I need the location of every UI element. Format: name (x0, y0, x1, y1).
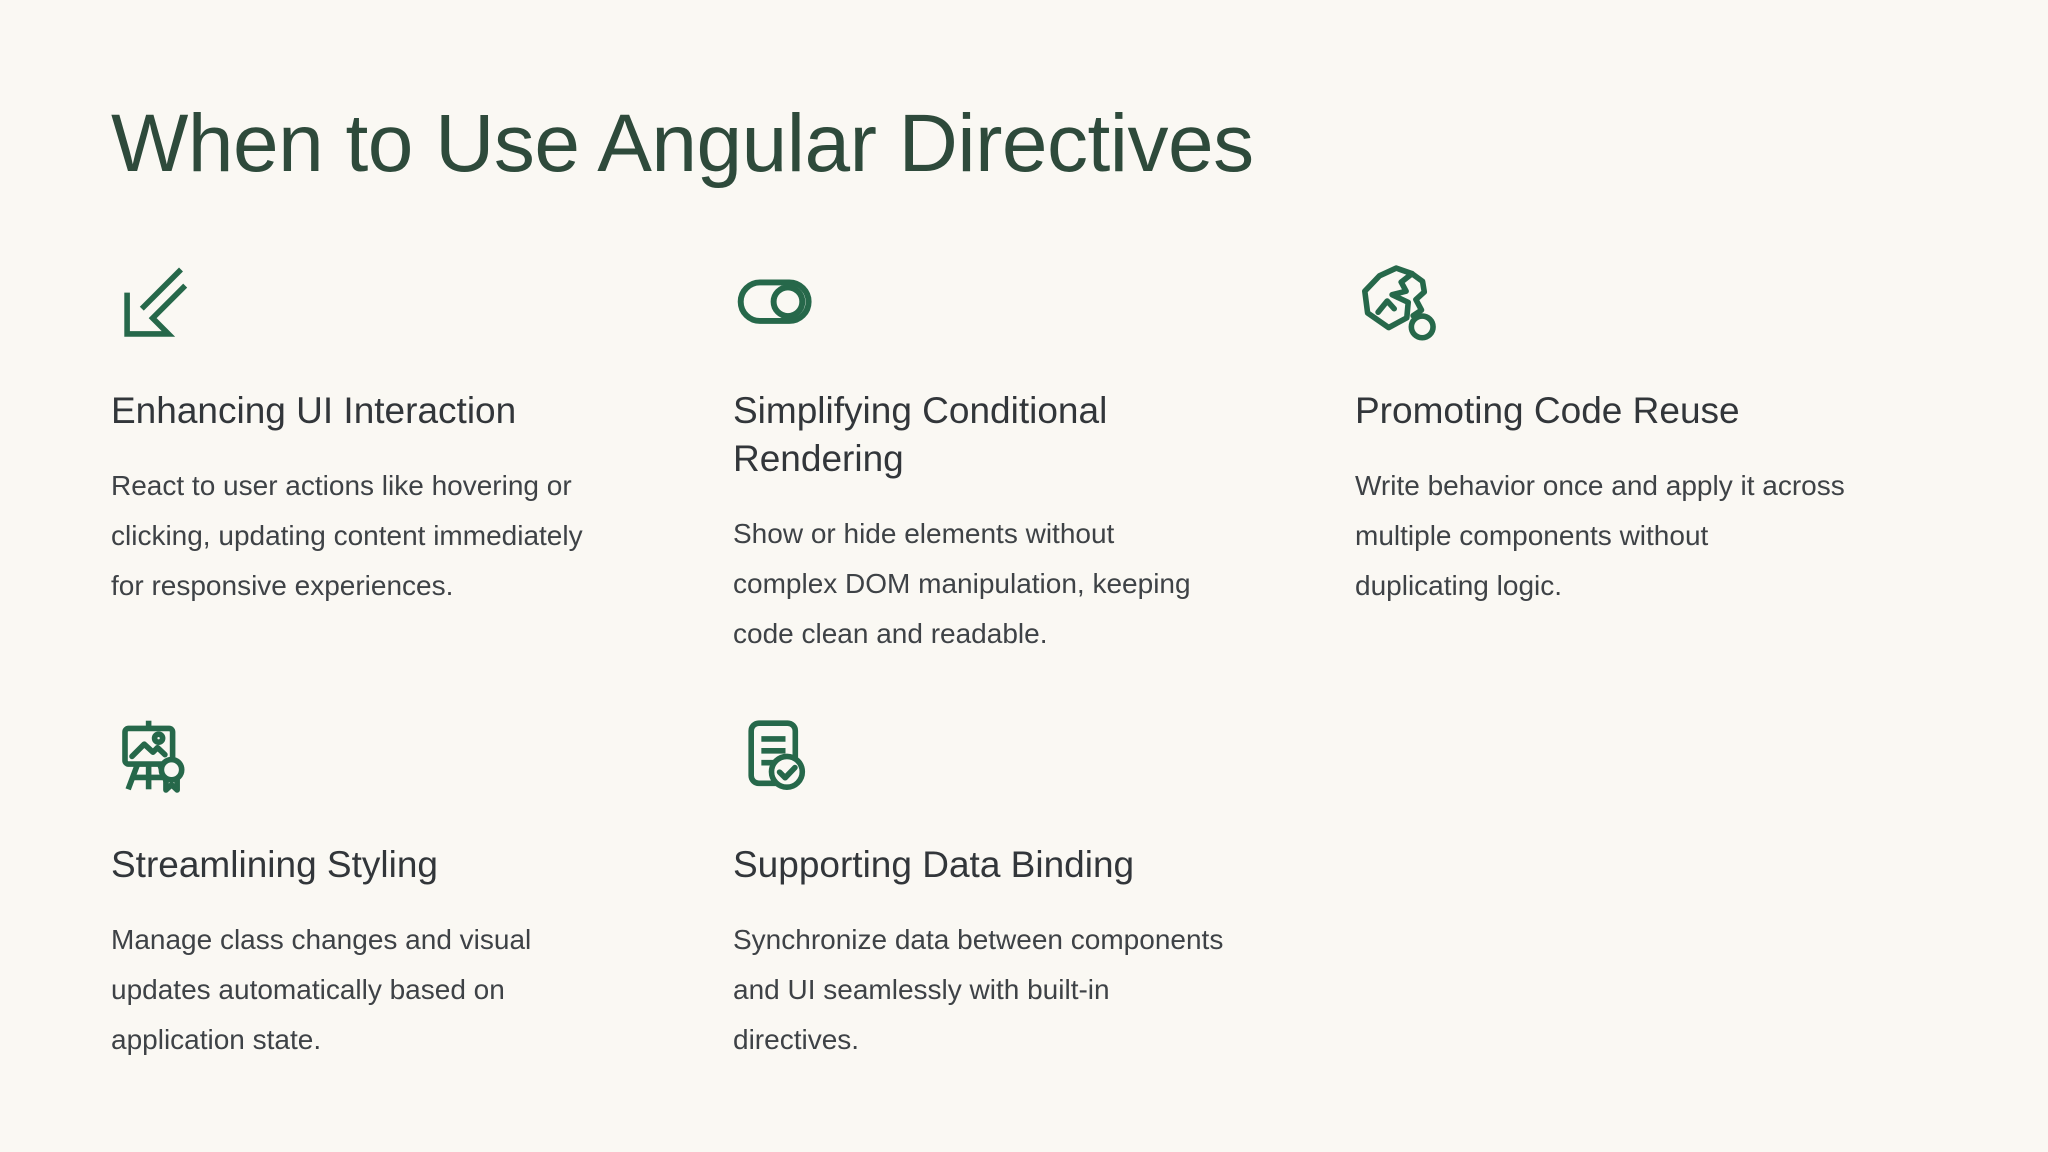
arrow-down-left-icon (111, 259, 195, 343)
card-streamlining-styling: Streamlining Styling Manage class change… (111, 713, 671, 1065)
card-title: Simplifying Conditional Rendering (733, 390, 1108, 480)
easel-award-icon (111, 713, 195, 797)
card-description: Write behavior once and apply it across … (1355, 470, 1845, 602)
feature-cards-grid: Enhancing UI Interaction React to user a… (111, 259, 1968, 1065)
card-title: Supporting Data Binding (733, 844, 1135, 886)
card-title: Streamlining Styling (111, 844, 438, 886)
empty-grid-cell (1355, 713, 1915, 1065)
card-title: Enhancing UI Interaction (111, 390, 517, 432)
page-title: When to Use Angular Directives (111, 98, 1254, 189)
card-enhancing-ui-interaction: Enhancing UI Interaction React to user a… (111, 259, 671, 659)
card-supporting-data-binding: Supporting Data Binding Synchronize data… (733, 713, 1293, 1065)
card-title: Promoting Code Reuse (1355, 390, 1740, 432)
card-description: React to user actions like hovering or c… (111, 470, 583, 602)
card-description: Synchronize data between components and … (733, 924, 1224, 1056)
card-description: Manage class changes and visual updates … (111, 924, 532, 1056)
toggle-switch-icon (733, 259, 817, 343)
crumpled-paper-reuse-icon (1355, 259, 1439, 343)
document-check-icon (733, 713, 817, 797)
card-description: Show or hide elements without complex DO… (733, 518, 1191, 650)
slide-page: When to Use Angular Directives Enhancing… (111, 98, 1968, 1065)
card-promoting-code-reuse: Promoting Code Reuse Write behavior once… (1355, 259, 1915, 659)
card-simplifying-conditional-rendering: Simplifying Conditional Rendering Show o… (733, 259, 1293, 659)
